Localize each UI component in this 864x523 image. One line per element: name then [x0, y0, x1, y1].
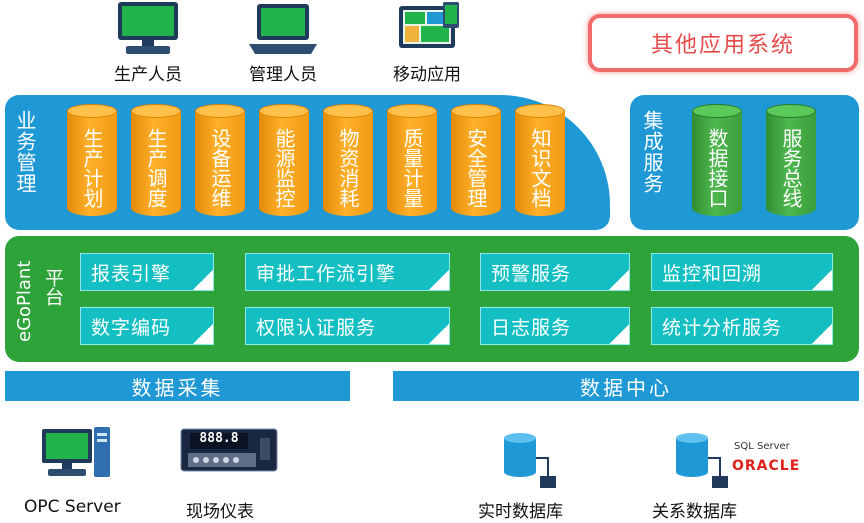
source-label: OPC Server	[24, 497, 121, 517]
module-label: 生产计划	[80, 128, 104, 208]
module-cylinder: 安全管理	[451, 104, 501, 222]
module-cylinder: 生产调度	[131, 104, 181, 222]
module-cylinder: 质量计量	[387, 104, 437, 222]
page-fold-icon	[812, 324, 832, 344]
module-label: 知识文档	[528, 128, 552, 208]
module-label: 数据接口	[705, 128, 729, 208]
user-production-staff: 生产人员	[88, 0, 208, 85]
instrument-display: 888.8	[199, 431, 239, 446]
module-cylinder: 能源监控	[259, 104, 309, 222]
module-label: 设备运维	[208, 128, 232, 208]
service-label: 监控和回溯	[662, 262, 763, 285]
desktop-monitor-icon	[118, 2, 178, 54]
module-cylinder: 生产计划	[67, 104, 117, 222]
business-panel-title: 业务管理	[13, 110, 37, 194]
source-label: 现场仪表	[186, 502, 254, 522]
oracle-logo: ORACLE	[732, 458, 801, 474]
service-label: 预警服务	[491, 262, 572, 285]
module-cylinder: 设备运维	[195, 104, 245, 222]
page-fold-icon	[609, 270, 629, 290]
tablet-app-icon	[399, 2, 459, 48]
service-alert: 预警服务	[480, 253, 630, 291]
platform-name: eGoPlant	[14, 260, 35, 342]
user-label: 移动应用	[393, 65, 461, 85]
service-label: 日志服务	[491, 316, 572, 339]
laptop-icon	[249, 4, 317, 54]
module-cylinder: 物资消耗	[323, 104, 373, 222]
service-report-engine: 报表引擎	[80, 253, 214, 291]
page-fold-icon	[429, 270, 449, 290]
module-cylinder: 知识文档	[515, 104, 565, 222]
service-monitor-trace: 监控和回溯	[651, 253, 833, 291]
module-label: 物资消耗	[336, 128, 360, 208]
service-label: 权限认证服务	[256, 316, 377, 339]
module-label: 能源监控	[272, 128, 296, 208]
source-label: 关系数据库	[652, 502, 737, 522]
service-label: 报表引擎	[91, 262, 172, 285]
opc-server-computer-icon	[42, 427, 110, 477]
service-auth: 权限认证服务	[245, 307, 450, 345]
service-statistics: 统计分析服务	[651, 307, 833, 345]
page-fold-icon	[429, 324, 449, 344]
user-mobile-app: 移动应用	[367, 0, 487, 85]
integration-services-panel	[630, 95, 859, 230]
platform-title: 平台	[42, 268, 64, 306]
module-label: 质量计量	[400, 128, 424, 208]
source-label: 实时数据库	[478, 502, 563, 522]
field-instrument-icon	[180, 428, 278, 472]
user-label: 管理人员	[249, 65, 317, 85]
service-label: 数字编码	[91, 316, 172, 339]
other-systems-box: 其他应用系统	[588, 14, 858, 72]
user-management-staff: 管理人员	[223, 0, 343, 85]
service-label: 统计分析服务	[662, 316, 783, 339]
page-fold-icon	[193, 270, 213, 290]
module-label: 服务总线	[779, 128, 803, 208]
sql-server-logo: SQL Server	[734, 441, 790, 452]
integration-cylinder: 服务总线	[766, 104, 816, 222]
page-fold-icon	[193, 324, 213, 344]
data-center-bar: 数据中心	[393, 371, 859, 401]
database-server-icon	[504, 433, 556, 488]
service-label: 审批工作流引擎	[256, 262, 397, 285]
integration-panel-title: 集成服务	[640, 110, 664, 194]
module-label: 生产调度	[144, 128, 168, 208]
user-label: 生产人员	[114, 65, 182, 85]
integration-cylinder: 数据接口	[692, 104, 742, 222]
service-digital-coding: 数字编码	[80, 307, 214, 345]
page-fold-icon	[812, 270, 832, 290]
module-label: 安全管理	[464, 128, 488, 208]
service-log: 日志服务	[480, 307, 630, 345]
database-server-icon	[676, 433, 728, 488]
data-collection-bar: 数据采集	[5, 371, 350, 401]
service-workflow-engine: 审批工作流引擎	[245, 253, 450, 291]
page-fold-icon	[609, 324, 629, 344]
